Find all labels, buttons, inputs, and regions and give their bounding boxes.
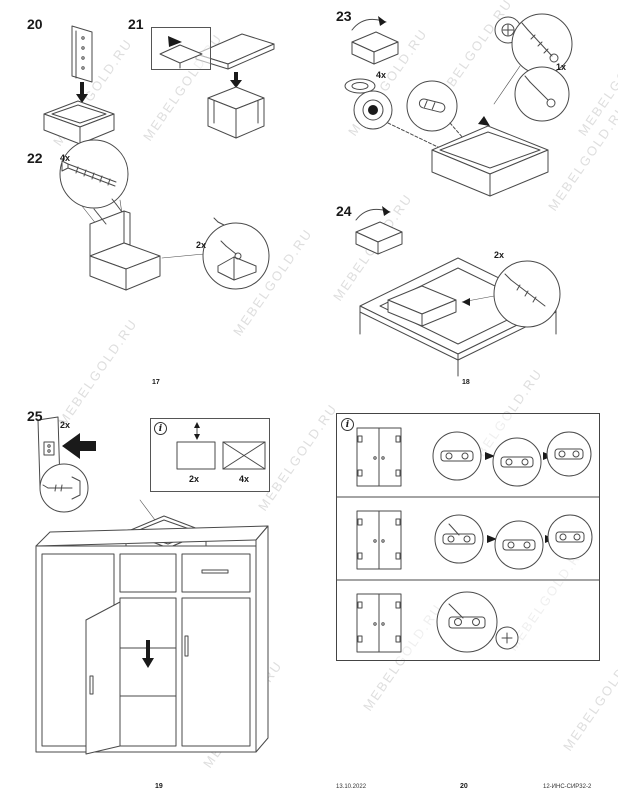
- footer-doc-code: 12-ИНС-СИР32-2: [543, 784, 592, 790]
- step-23-label: 23: [336, 8, 352, 24]
- inset-left-qty: 2x: [189, 474, 200, 484]
- spread-page-left: 17: [152, 379, 160, 386]
- step-22-illustration: [59, 139, 270, 291]
- spread-page-right: 18: [462, 379, 470, 386]
- hinge-info-illustration: [336, 427, 600, 653]
- step-21-label: 21: [128, 16, 144, 32]
- step-22-screw-qty: 4x: [60, 153, 71, 163]
- step-22-cam-qty: 2x: [196, 240, 207, 250]
- step-25-inset-illustration: [176, 422, 266, 470]
- step-25-bracket-illustration: [37, 416, 96, 513]
- step-20-illustration: [43, 25, 115, 145]
- step-20-label: 20: [27, 16, 43, 32]
- footer-page-left: 19: [155, 783, 163, 790]
- step-21-detail-inset: [151, 27, 211, 70]
- step-24-illustration: [355, 206, 561, 377]
- step-23-pad-qty: 4x: [376, 70, 387, 80]
- footer-date: 13.10.2022: [336, 784, 367, 790]
- step-25-label: 25: [27, 408, 43, 424]
- step-24-screw-qty: 2x: [494, 250, 505, 260]
- step-21-illustration: [195, 33, 275, 139]
- info-icon: i: [154, 422, 167, 435]
- step-21-inset-illustration: [159, 36, 203, 69]
- watermark-text: MEBELGOLD.RU: [55, 315, 141, 429]
- step-24-label: 24: [336, 203, 352, 219]
- step-22-label: 22: [27, 150, 43, 166]
- info-icon: i: [341, 418, 354, 431]
- inset-right-qty: 4x: [239, 474, 250, 484]
- step-23-illustration: [344, 13, 573, 197]
- hinge-info-box: i: [336, 413, 600, 661]
- step-25-bracket-qty: 2x: [60, 420, 71, 430]
- step-23-screw-qty: 1x: [556, 62, 567, 72]
- step-25-cabinet-illustration: [35, 499, 269, 755]
- footer-page-right: 20: [460, 783, 468, 790]
- step-25-info-inset: i 2x 4x: [150, 418, 270, 492]
